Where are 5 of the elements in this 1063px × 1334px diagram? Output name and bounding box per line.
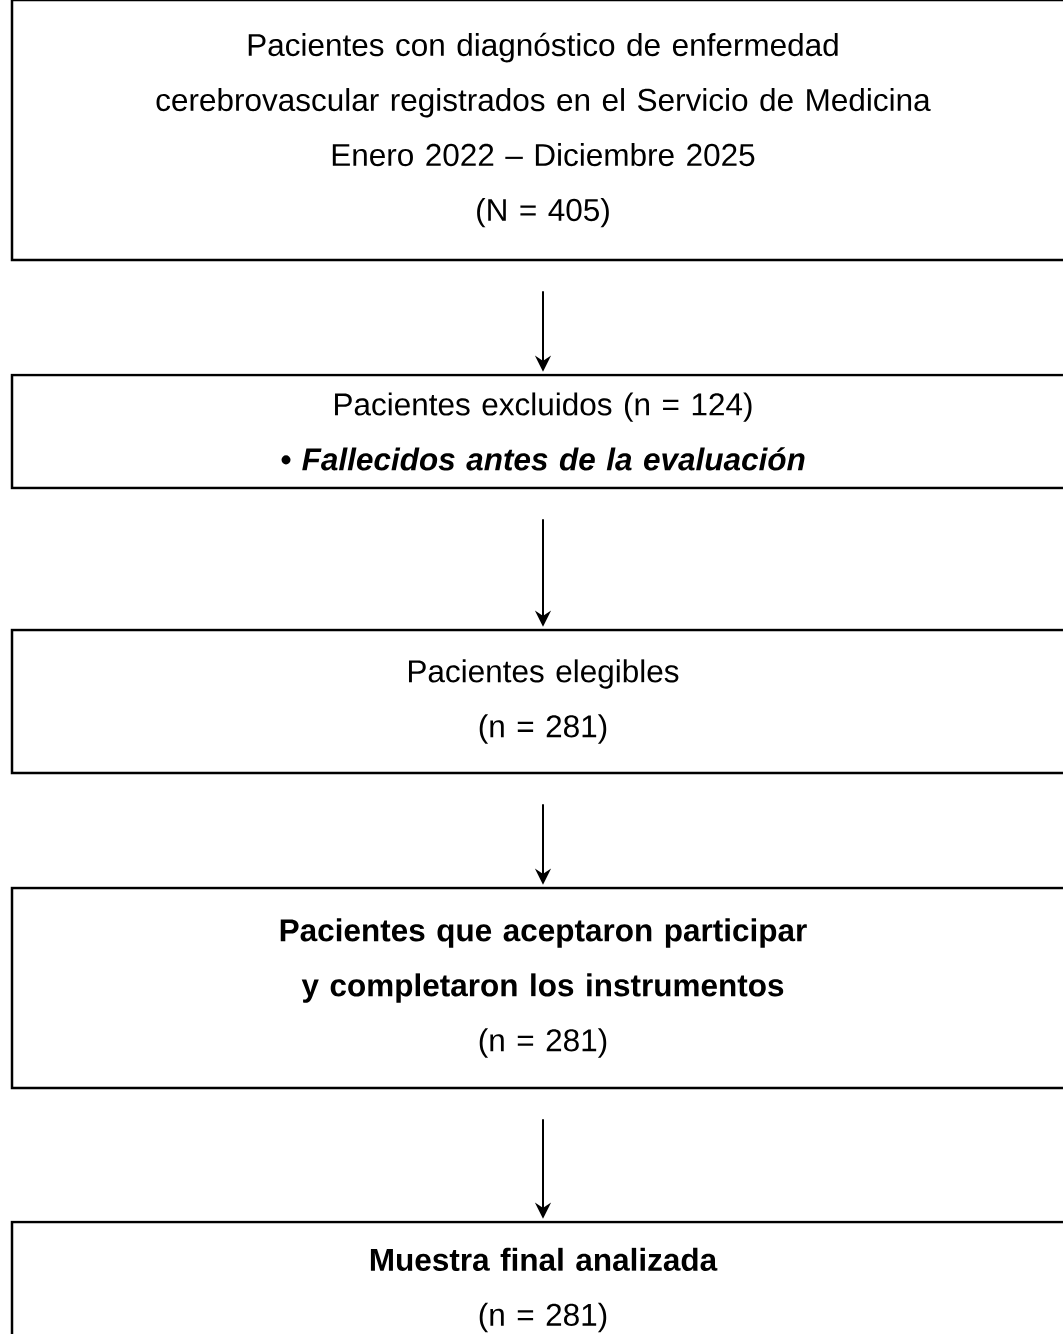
process-box: Muestra final analizada (n = 281): [10, 1220, 1063, 1334]
process-box: Pacientes que aceptaron participar y completaron los instrumentos (n = 281): [10, 886, 1063, 1090]
process-box: Pacientes elegibles (n = 281): [10, 628, 1063, 775]
process-box: Pacientes excluidos (n = 124) • Fallecidos antes de la evaluación: [10, 373, 1063, 490]
process-box: Pacientes con diagnóstico de enfermedad cerebrovascular registrados en el Servicio de Medicina Enero 2022 – Diciembre 2025 (N = 405): [10, 0, 1063, 262]
